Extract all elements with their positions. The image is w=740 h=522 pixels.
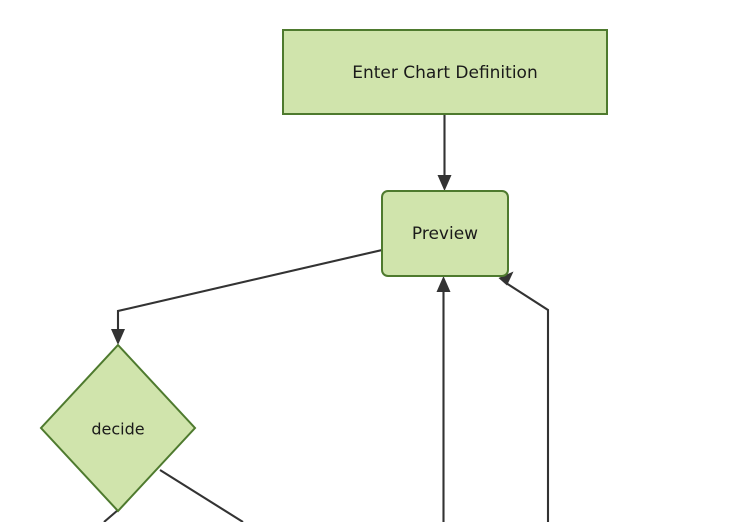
node-decide[interactable]: decide — [39, 343, 197, 513]
edge-decide-to-below-right — [159, 469, 244, 522]
edge-line — [505, 282, 550, 522]
edge-line — [103, 509, 119, 522]
arrowhead-icon — [111, 329, 125, 345]
edge-enter-to-preview — [437, 114, 452, 191]
edge-bottom-center-to-preview — [436, 276, 451, 522]
node-label-preview: Preview — [412, 224, 478, 244]
node-label-enter-chart-definition: Enter Chart Definition — [352, 63, 537, 83]
edge-preview-to-decide — [111, 248, 383, 345]
edge-line — [116, 248, 383, 336]
node-shape-diamond — [39, 343, 197, 513]
node-label-decide: decide — [91, 420, 144, 439]
node-preview[interactable]: Preview — [381, 190, 509, 277]
node-enter-chart-definition[interactable]: Enter Chart Definition — [282, 29, 608, 115]
edge-decide-to-below-left — [103, 509, 119, 522]
arrowhead-icon — [437, 175, 452, 191]
arrowhead-icon — [436, 276, 451, 292]
edge-line — [159, 469, 244, 522]
node-shape-rectangle — [282, 29, 608, 115]
node-shape-rounded-rectangle — [381, 190, 509, 277]
arrowhead-icon — [498, 271, 514, 286]
edge-bottom-right-to-preview — [498, 271, 550, 522]
